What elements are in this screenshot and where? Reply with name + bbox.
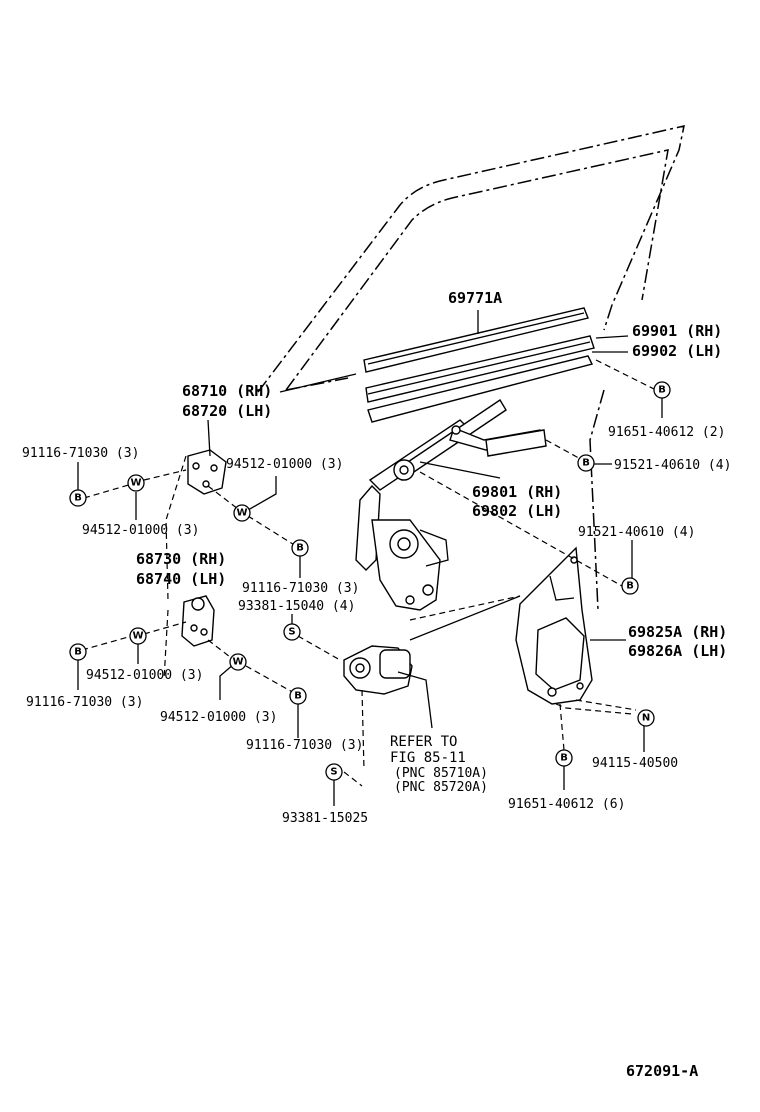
bolt-symbol: B xyxy=(69,489,87,507)
label-69802: 69802 (LH) xyxy=(472,502,562,520)
label-94512-c: 94512-01000 (3) xyxy=(86,668,203,683)
label-94512-b: 94512-01000 (3) xyxy=(82,523,199,538)
svg-text:B: B xyxy=(296,543,304,554)
label-91651-top: 91651-40612 (2) xyxy=(608,425,725,440)
label-91651-bot: 91651-40612 (6) xyxy=(508,797,625,812)
bolt-symbol: B xyxy=(289,687,307,705)
svg-text:B: B xyxy=(658,385,666,396)
washer-symbol: W xyxy=(129,627,147,645)
glass-channel-69771a xyxy=(363,307,589,373)
svg-text:W: W xyxy=(236,508,247,519)
label-94115: 94115-40500 xyxy=(592,756,678,771)
bolt-symbol: B xyxy=(653,381,671,399)
bolt-symbol: B xyxy=(621,577,639,595)
regulator-motor xyxy=(343,645,413,695)
fastener-symbols: B B W W B B B S W B W B N B S xyxy=(69,381,671,781)
label-69901: 69901 (RH) xyxy=(632,322,722,340)
label-91116-c: 91116-71030 (3) xyxy=(26,695,143,710)
hinge-upper-68710 xyxy=(187,449,227,495)
hinge-axis-line xyxy=(165,455,187,601)
bolt-symbol: B xyxy=(69,643,87,661)
label-93381-b: 93381-15025 xyxy=(282,811,368,826)
label-69825a: 69825A (RH) xyxy=(628,623,727,641)
washer-symbol: W xyxy=(127,474,145,492)
bolt-symbol: B xyxy=(555,749,573,767)
label-91116-b: 91116-71030 (3) xyxy=(242,581,359,596)
label-69826a: 69826A (LH) xyxy=(628,642,727,660)
svg-text:W: W xyxy=(130,478,141,489)
part-labels: 69771A 69901 (RH) 69902 (LH) 68710 (RH) … xyxy=(22,289,731,1080)
bracket-panel-69825a xyxy=(515,546,593,705)
refer-line-2: FIG 85-11 xyxy=(390,750,466,766)
label-91116-d: 91116-71030 (3) xyxy=(246,738,363,753)
svg-text:B: B xyxy=(560,753,568,764)
svg-text:N: N xyxy=(642,713,650,724)
label-94512-d: 94512-01000 (3) xyxy=(160,710,277,725)
label-93381-a: 93381-15040 (4) xyxy=(238,599,355,614)
hinge-lower-68730 xyxy=(181,595,215,647)
washer-symbol: W xyxy=(233,504,251,522)
label-91521-a: 91521-40610 (4) xyxy=(614,458,731,473)
screw-symbol: S xyxy=(283,623,301,641)
reference-lines xyxy=(81,359,657,787)
nut-symbol: N xyxy=(637,709,655,727)
bolt-symbol: B xyxy=(291,539,309,557)
label-94512-a: 94512-01000 (3) xyxy=(226,457,343,472)
label-69771a: 69771A xyxy=(448,289,502,307)
label-68710: 68710 (RH) xyxy=(182,382,272,400)
label-68740: 68740 (LH) xyxy=(136,570,226,588)
screw-symbol: S xyxy=(325,763,343,781)
svg-text:W: W xyxy=(132,631,143,642)
refer-line-4: (PNC 85720A) xyxy=(394,780,488,795)
figure-id: 672091-A xyxy=(626,1062,698,1080)
label-68730: 68730 (RH) xyxy=(136,550,226,568)
leader-lines xyxy=(77,310,663,806)
label-69801: 69801 (RH) xyxy=(472,483,562,501)
lower-channel-69901 xyxy=(365,335,595,423)
svg-text:B: B xyxy=(74,647,82,658)
label-68720: 68720 (LH) xyxy=(182,402,272,420)
svg-text:W: W xyxy=(232,657,243,668)
svg-text:B: B xyxy=(626,581,634,592)
svg-text:B: B xyxy=(294,691,302,702)
svg-text:B: B xyxy=(74,493,82,504)
label-91521-b: 91521-40610 (4) xyxy=(578,525,695,540)
refer-line-1: REFER TO xyxy=(390,734,457,750)
washer-symbol: W xyxy=(229,653,247,671)
svg-text:S: S xyxy=(288,627,295,638)
label-69902: 69902 (LH) xyxy=(632,342,722,360)
refer-line-3: (PNC 85710A) xyxy=(394,766,488,781)
svg-text:B: B xyxy=(582,458,590,469)
regulator-assembly xyxy=(355,399,547,611)
label-91116-a: 91116-71030 (3) xyxy=(22,446,139,461)
door-frame-outline xyxy=(257,125,685,611)
bolt-symbol: B xyxy=(577,454,595,472)
svg-text:S: S xyxy=(330,767,337,778)
